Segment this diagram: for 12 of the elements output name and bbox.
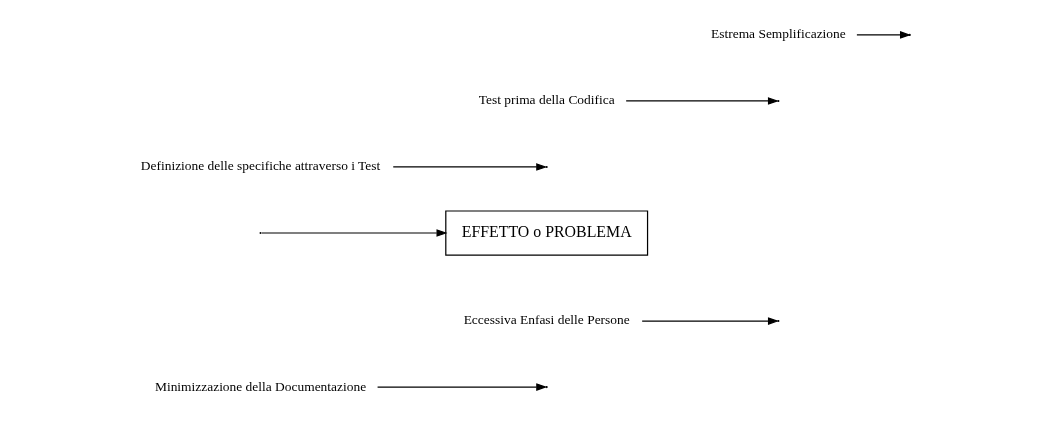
arrow — [392, 163, 548, 171]
arrow — [625, 97, 779, 105]
node-box: EFFETTO o PROBLEMA — [445, 210, 649, 256]
node-text: Estrema Semplificazione — [711, 26, 846, 42]
arrow — [641, 317, 779, 325]
node-text: Definizione delle specifiche attraverso i Test — [140, 158, 381, 174]
node-text: Minimizzazione della Documentazione — [154, 378, 367, 394]
arrow — [376, 383, 548, 391]
node-text: Eccessiva Enfasi delle Persone — [463, 312, 630, 328]
arrow — [261, 229, 448, 237]
arrow — [856, 31, 911, 39]
node-text: Test prima della Codifica — [478, 92, 615, 108]
